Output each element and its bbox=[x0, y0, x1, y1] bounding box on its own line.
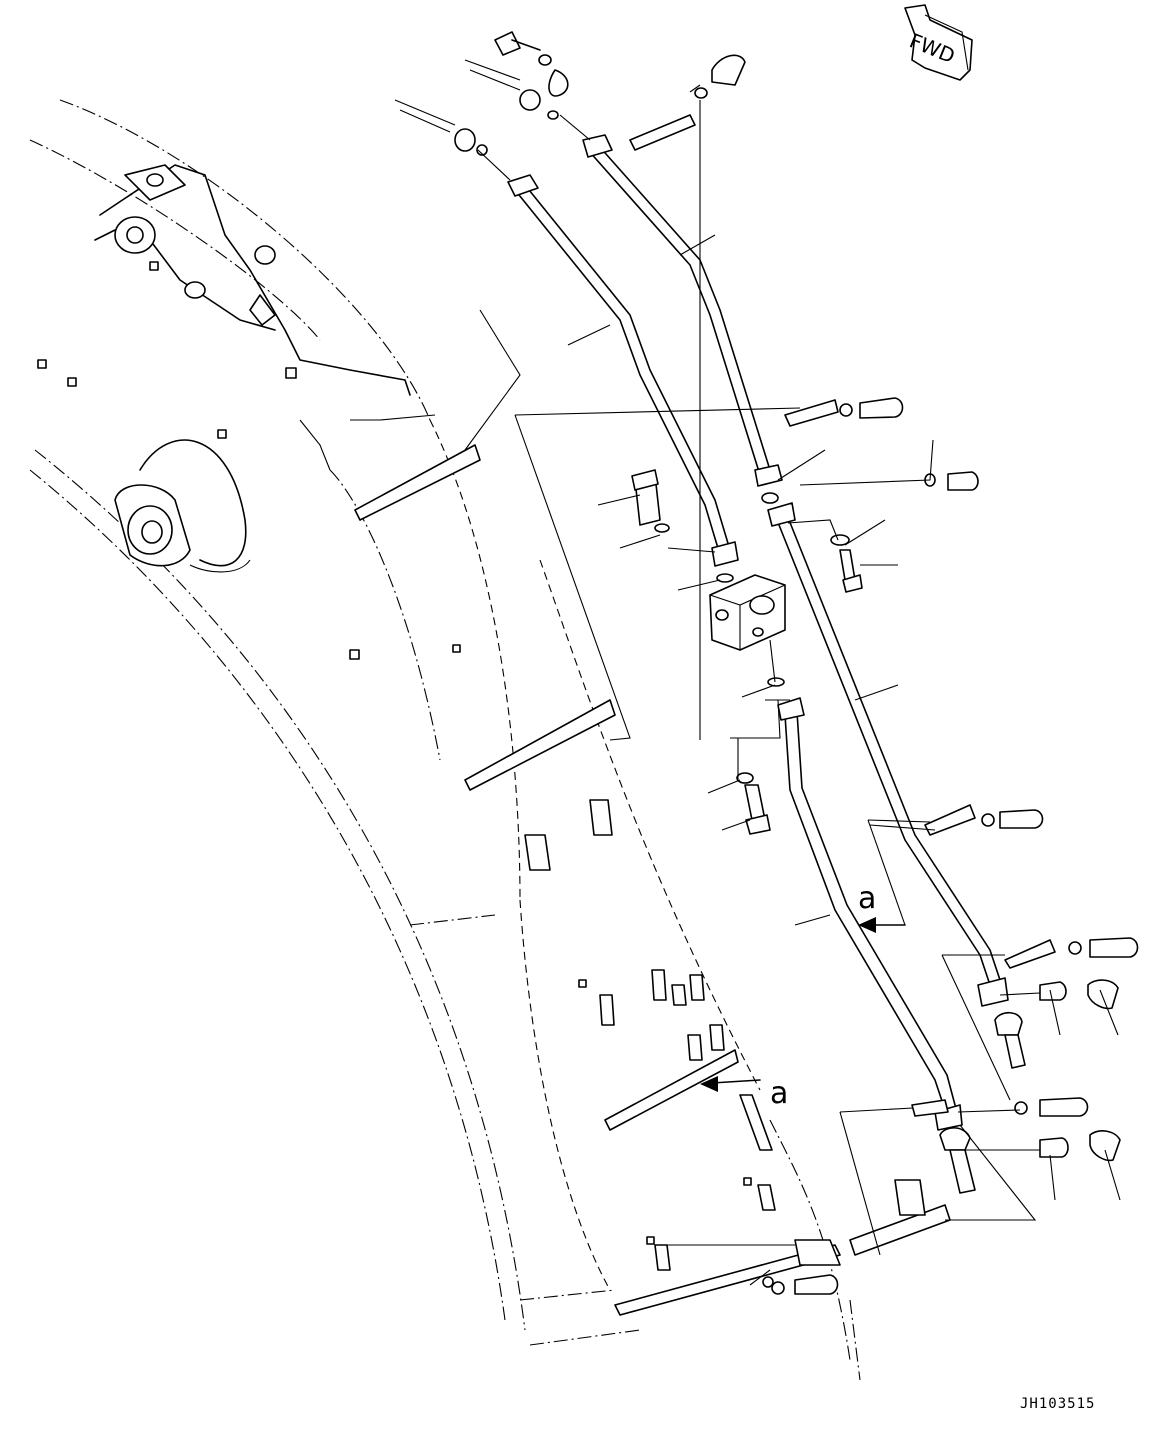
top-fittings bbox=[394, 31, 746, 156]
leader-lines bbox=[464, 84, 1121, 1286]
detail-label-a-upper: a bbox=[858, 881, 876, 916]
boom-outline bbox=[29, 99, 861, 1381]
detail-reference-arrows bbox=[700, 917, 906, 1092]
direction-arrow-icon bbox=[904, 4, 973, 81]
boom-pin-assembly bbox=[94, 164, 436, 471]
detail-label-a-lower: a bbox=[770, 1076, 788, 1111]
clamp-brackets bbox=[354, 444, 951, 1316]
weld-nuts bbox=[37, 261, 752, 1245]
drawing-code: JH103515 bbox=[1020, 1396, 1095, 1412]
valve-block bbox=[709, 574, 786, 651]
cylinder-mount bbox=[114, 439, 251, 573]
side-fittings bbox=[631, 397, 1139, 1295]
